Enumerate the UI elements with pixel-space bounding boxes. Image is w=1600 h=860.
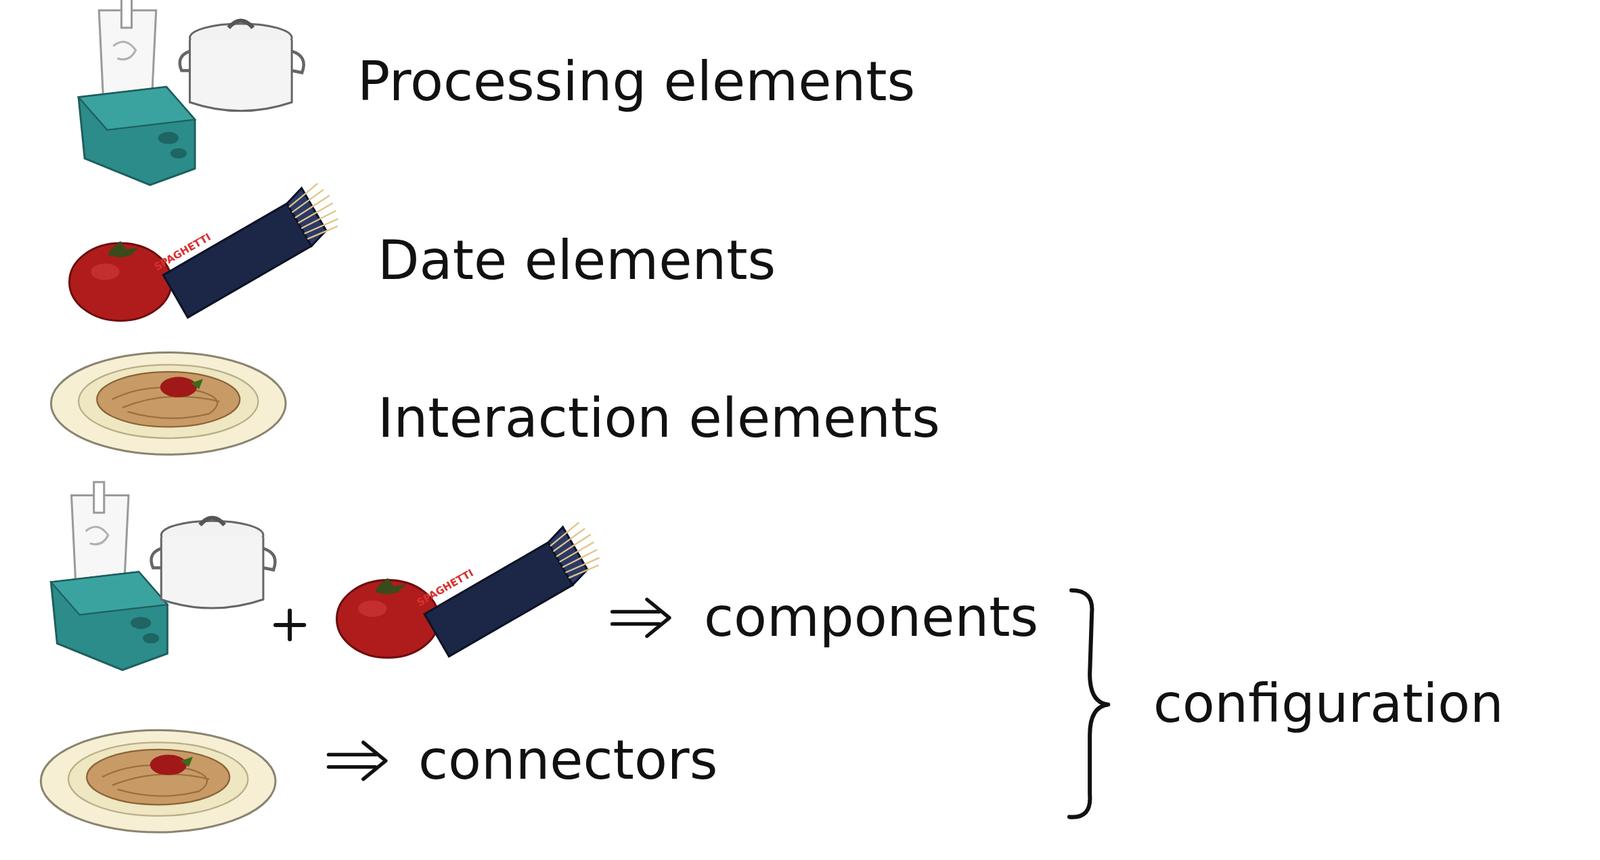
element-heading: Date elements: [377, 230, 776, 291]
result-term: connectors: [418, 730, 718, 790]
element-heading: Processing elements: [357, 52, 916, 112]
result-term: components: [703, 587, 1039, 648]
element-heading: Interaction elements: [377, 388, 941, 449]
group-term: configuration: [1153, 674, 1504, 733]
